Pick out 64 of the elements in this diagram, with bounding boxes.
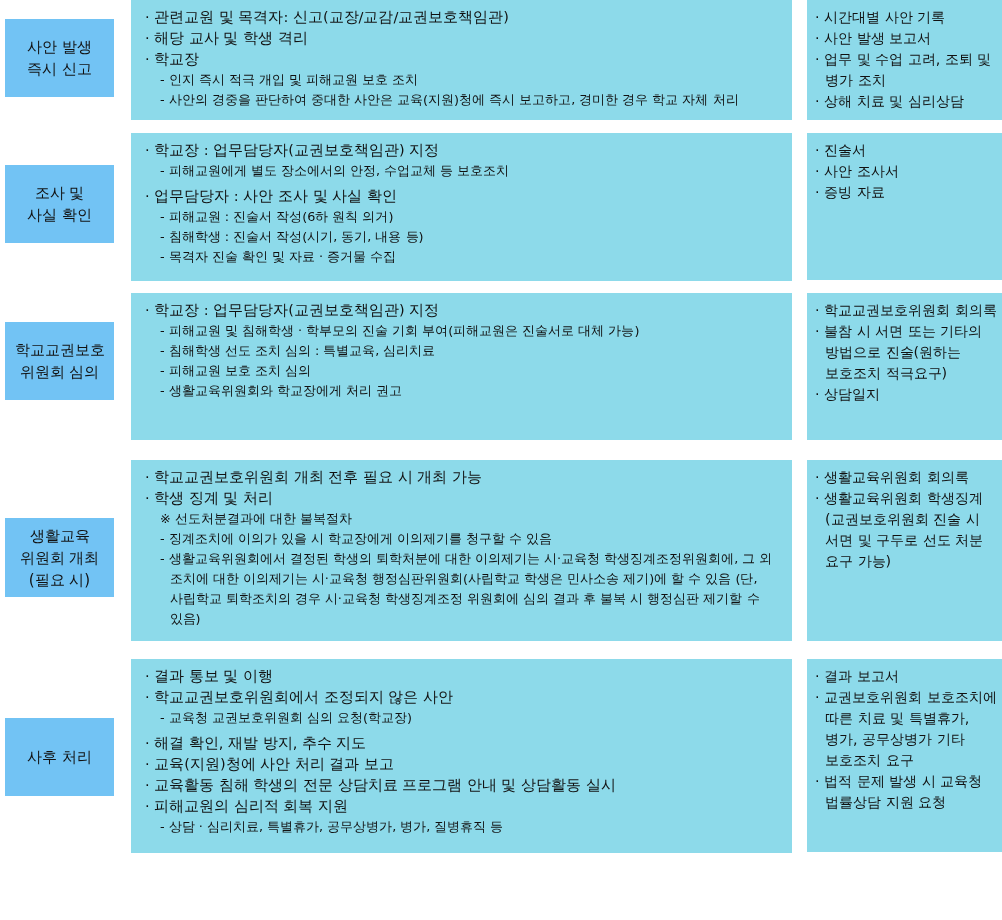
bullet-item: · 학교장 : 업무담당자(교권보호책임관) 지정 (145, 301, 441, 320)
step-title: 생활교육 위원회 개최(필요 시) (18, 525, 101, 591)
sub-item: - 징계조치에 이의가 있을 시 학교장에게 이의제기를 청구할 수 있음 (160, 530, 554, 548)
step-box (5, 19, 114, 97)
bullet-item: · 업무담당자 : 사안 조사 및 사실 확인 (145, 187, 398, 206)
sub-item: - 목격자 진술 확인 및 자료 · 증거물 수집 (160, 248, 398, 266)
bullet-item: · 학교장 : 업무담당자(교권보호책임관) 지정 (145, 141, 441, 160)
document-item: · 결과 보고서 (815, 667, 900, 686)
document-panel (807, 0, 1002, 120)
document-panel (807, 460, 1002, 641)
sub-item: - 인지 즉시 적극 개입 및 피해교원 보호 조치 (160, 71, 420, 89)
sub-item: - 피해교원에게 별도 장소에서의 안정, 수업교체 등 보호조치 (160, 162, 511, 180)
document-panel (807, 133, 1002, 280)
document-item: · 진술서 (815, 141, 868, 160)
document-item: · 업무 및 수업 고려, 조퇴 및 병가 조치 (815, 50, 993, 90)
document-item: · 시간대별 사안 기록 (815, 8, 947, 27)
sub-item: - 침해학생 : 진술서 작성(시기, 동기, 내용 등) (160, 228, 425, 246)
bullet-item: · 교육(지원)청에 사안 처리 결과 보고 (145, 755, 395, 774)
bullet-item: · 학생 징계 및 처리 (145, 489, 275, 508)
bullet-item: · 학교장 (145, 50, 201, 69)
sub-item: - 피해교원 보호 조치 심의 (160, 362, 312, 380)
document-panel (807, 659, 1002, 852)
step-title: 조사 및 사실 확인 (26, 183, 93, 226)
document-item: · 생활교육위원회 회의록 (815, 468, 970, 487)
bullet-item: · 학교교권보호위원회 개최 전후 필요 시 개최 가능 (145, 468, 483, 487)
step-title: 학교교권보호 위원회 심의 (13, 340, 106, 383)
sub-item: - 사안의 경중을 판단하여 중대한 사안은 교육(지원)청에 즉시 보고하고, 경미한 경우 학교 자체 처리 (160, 91, 740, 109)
procedure-panel (131, 133, 792, 281)
step-box (5, 322, 114, 400)
sub-item: - 침해학생 선도 조치 심의 : 특별교육, 심리치료 (160, 342, 437, 360)
step-box (5, 518, 114, 597)
step-box (5, 165, 114, 243)
sub-item: - 피해교원 : 진술서 작성(6하 원칙 의거) (160, 208, 395, 226)
bullet-item: · 피해교원의 심리적 회복 지원 (145, 797, 350, 816)
document-item: · 법적 문제 발생 시 교육청 법률상담 지원 요청 (815, 772, 984, 812)
step-title: 사안 발생 즉시 신고 (26, 37, 93, 80)
sub-item: - 교육청 교권보호위원회 심의 요청(학교장) (160, 709, 413, 727)
sub-item: - 생활교육위원회와 학교장에게 처리 권고 (160, 382, 403, 400)
document-item: · 학교교권보호위원회 회의록 (815, 301, 998, 320)
bullet-item: · 학교교권보호위원회에서 조정되지 않은 사안 (145, 688, 455, 707)
document-item: · 사안 발생 보고서 (815, 29, 933, 48)
sub-item: - 상담 · 심리치료, 특별휴가, 공무상병가, 병가, 질병휴직 등 (160, 818, 505, 836)
document-item: · 불참 시 서면 또는 기타의 방법으로 진술(원하는 보호조치 적극요구) (815, 322, 984, 383)
document-item: · 증빙 자료 (815, 183, 886, 202)
document-item: · 생활교육위원회 학생징계 (교권보호위원회 진술 시 서면 및 구두로 선도 처분 요구 가능) (815, 489, 985, 571)
step-box (5, 718, 114, 796)
document-item: · 상해 치료 및 심리상담 (815, 92, 965, 111)
step-title: 사후 처리 (27, 747, 92, 768)
document-item: · 교권보호위원회 보호조치에 따른 치료 및 특별휴가, 병가, 공무상병가 기타 보호조치 요구 (815, 688, 998, 770)
bullet-item: · 관련교원 및 목격자: 신고(교장/교감/교권보호책임관) (145, 8, 510, 27)
procedure-panel (131, 460, 792, 641)
bullet-item: · 교육활동 침해 학생의 전문 상담치료 프로그램 안내 및 상담활동 실시 (145, 776, 617, 795)
sub-item: - 피해교원 및 침해학생 · 학부모의 진술 기회 부여(피해교원은 진술서로 대체 가능) (160, 322, 641, 340)
procedure-panel (131, 659, 792, 853)
sub-item: - 생활교육위원회에서 결정된 학생의 퇴학처분에 대한 이의제기는 시·교육청 학생징계조정위원회에, 그 외 조치에 대한 이의제기는 시·교육청 행정심판위원회(사립학교 학생은 민사소송 제기)에 할 수 있음 (단, 사립학교 퇴학조치의 경우 시·교육청 학생징계조정 위원회에 심의 결과 후 불복 시 행정심판 제기할 수 있음) (160, 550, 774, 628)
note-text: ※ 선도처분결과에 대한 불복절차 (160, 510, 353, 528)
bullet-item: · 해결 확인, 재발 방지, 추수 지도 (145, 734, 368, 753)
procedure-panel (131, 293, 792, 440)
procedure-panel (131, 0, 792, 120)
document-item: · 사안 조사서 (815, 162, 900, 181)
document-item: · 상담일지 (815, 385, 882, 404)
bullet-item: · 결과 통보 및 이행 (145, 667, 275, 686)
bullet-item: · 해당 교사 및 학생 격리 (145, 29, 309, 48)
document-panel (807, 293, 1002, 440)
